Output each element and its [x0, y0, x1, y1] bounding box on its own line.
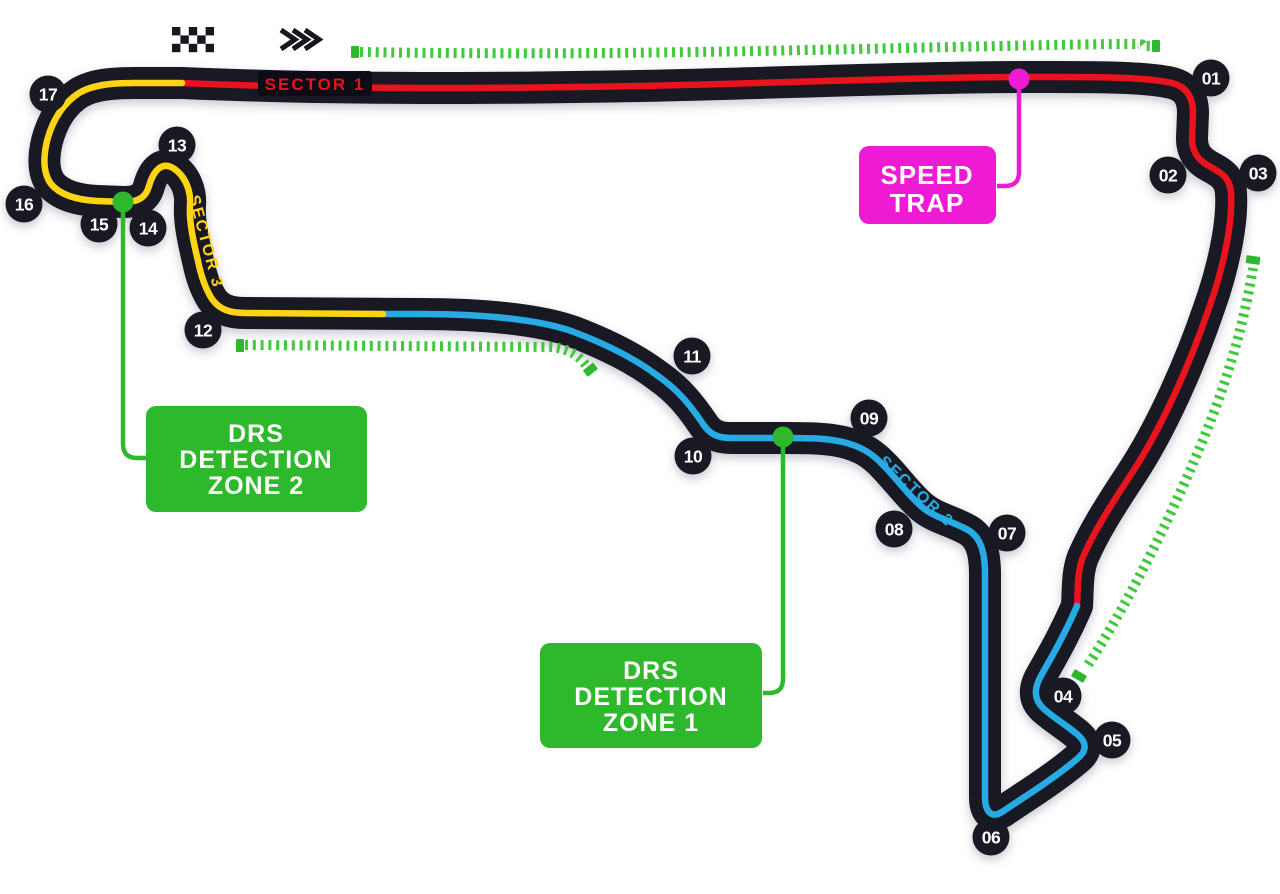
- speed-trap-label-line1: SPEED: [880, 160, 973, 190]
- turn-circle: [1044, 677, 1082, 715]
- drs-detection-dot-1: [772, 426, 794, 448]
- turn-marker-06: 06: [972, 818, 1010, 856]
- turn-number: 03: [1249, 163, 1268, 183]
- drs-zone1-label-box: [540, 643, 762, 748]
- turn-number: 15: [90, 214, 109, 234]
- drs-zones-group: [236, 38, 1261, 683]
- turn-number: 12: [194, 320, 213, 340]
- turn-circle: [1239, 154, 1277, 192]
- turn-circle: [80, 205, 118, 243]
- drs-zone-cap: [1071, 669, 1087, 683]
- drs-zone-line-main-straight: [359, 38, 1151, 59]
- turn-circle: [1093, 721, 1131, 759]
- drs-zone2-connector: [120, 212, 147, 461]
- turn-circle: [129, 209, 167, 247]
- turn-circle: [875, 510, 913, 548]
- turn-circle: [1192, 59, 1230, 97]
- turn-number: 06: [982, 827, 1001, 847]
- drs-zone-cap: [351, 46, 359, 58]
- turn-marker-11: 11: [673, 337, 711, 375]
- drs-zone-cap: [583, 362, 598, 377]
- turn-marker-08: 08: [875, 510, 913, 548]
- drs-zone1-label-line2: DETECTION: [574, 683, 727, 711]
- turn-marker-05: 05: [1093, 721, 1131, 759]
- turn-circle: [673, 337, 711, 375]
- turn-circle: [674, 437, 712, 475]
- turn-number: 01: [1202, 68, 1221, 88]
- sector1-label-box: [258, 71, 372, 96]
- turn-circle: [158, 126, 196, 164]
- turn-marker-15: 15: [80, 205, 118, 243]
- turn-circle: [850, 399, 888, 437]
- racing-line-sector2: [379, 310, 1088, 818]
- turn-number: 07: [998, 523, 1016, 543]
- drs-zone-cap: [1245, 255, 1261, 265]
- drs-zone2-label-line2: DETECTION: [179, 446, 332, 474]
- drs-zone2-label-line1: DRS: [228, 420, 284, 448]
- drs-zone-cap: [236, 339, 244, 352]
- drs-zone2-label-box: [146, 406, 367, 512]
- turn-marker-12: 12: [184, 311, 222, 349]
- turn-circle: [184, 311, 222, 349]
- turn-number: 14: [139, 218, 158, 238]
- track-group: 01 02 03 04 05 06 07 08 09 10 11 12 13 1…: [5, 59, 1277, 856]
- racing-line-sector1: [178, 73, 1235, 610]
- turn-number: 05: [1103, 730, 1122, 750]
- turn-number: 09: [860, 408, 879, 428]
- annotations-group: SPEED TRAP DRS DETECTION ZONE 1 DRS DETE…: [112, 68, 1030, 748]
- turn-marker-16: 16: [5, 185, 43, 223]
- turn-number: 17: [39, 84, 57, 104]
- racing-line-sector3: [41, 79, 387, 318]
- turn-number: 13: [168, 135, 187, 155]
- turn-circle: [988, 514, 1026, 552]
- drs-zone-cap: [1152, 40, 1160, 52]
- turn-number: 08: [885, 519, 904, 539]
- sector1-label: SECTOR 1: [265, 75, 366, 94]
- drs-zone-line-back-straight: [1081, 267, 1258, 671]
- turn-number: 10: [684, 446, 703, 466]
- speed-trap-connector: [997, 88, 1022, 189]
- turn-marker-09: 09: [850, 399, 888, 437]
- turn-number: 02: [1159, 165, 1178, 185]
- drs-zone1-label-line3: ZONE 1: [603, 709, 699, 737]
- drs-zone1-label-line1: DRS: [623, 657, 679, 685]
- turn-number: 04: [1054, 686, 1073, 706]
- turn-marker-13: 13: [158, 126, 196, 164]
- turn-marker-07: 07: [988, 514, 1026, 552]
- turn-marker-14: 14: [129, 209, 167, 247]
- turn-marker-03: 03: [1239, 154, 1277, 192]
- drs-detection-dot-2: [112, 191, 134, 213]
- turn-number: 16: [15, 194, 34, 214]
- turn-marker-02: 02: [1149, 156, 1187, 194]
- turn-marker-04: 04: [1044, 677, 1082, 715]
- turn-marker-10: 10: [674, 437, 712, 475]
- turn-number: 11: [683, 346, 701, 366]
- start-finish-group: [172, 27, 324, 53]
- speed-trap-label-line2: TRAP: [890, 188, 965, 218]
- drs-zone-line-middle-straight: [244, 340, 593, 371]
- triple-chevron-right-icon: [279, 27, 324, 52]
- speed-trap-marker-dot: [1008, 68, 1030, 90]
- drs-zone2-label-line3: ZONE 2: [208, 472, 304, 500]
- checkered-flag-icon: [172, 27, 214, 53]
- turn-circle: [1149, 156, 1187, 194]
- speed-trap-label-box: [859, 146, 996, 224]
- turn-circle: [5, 185, 43, 223]
- turn-circle: [29, 75, 67, 113]
- drs-zone1-connector: [763, 447, 786, 696]
- turn-marker-01: 01: [1192, 59, 1230, 97]
- turn-circle: [972, 818, 1010, 856]
- turn-marker-17: 17: [29, 75, 67, 113]
